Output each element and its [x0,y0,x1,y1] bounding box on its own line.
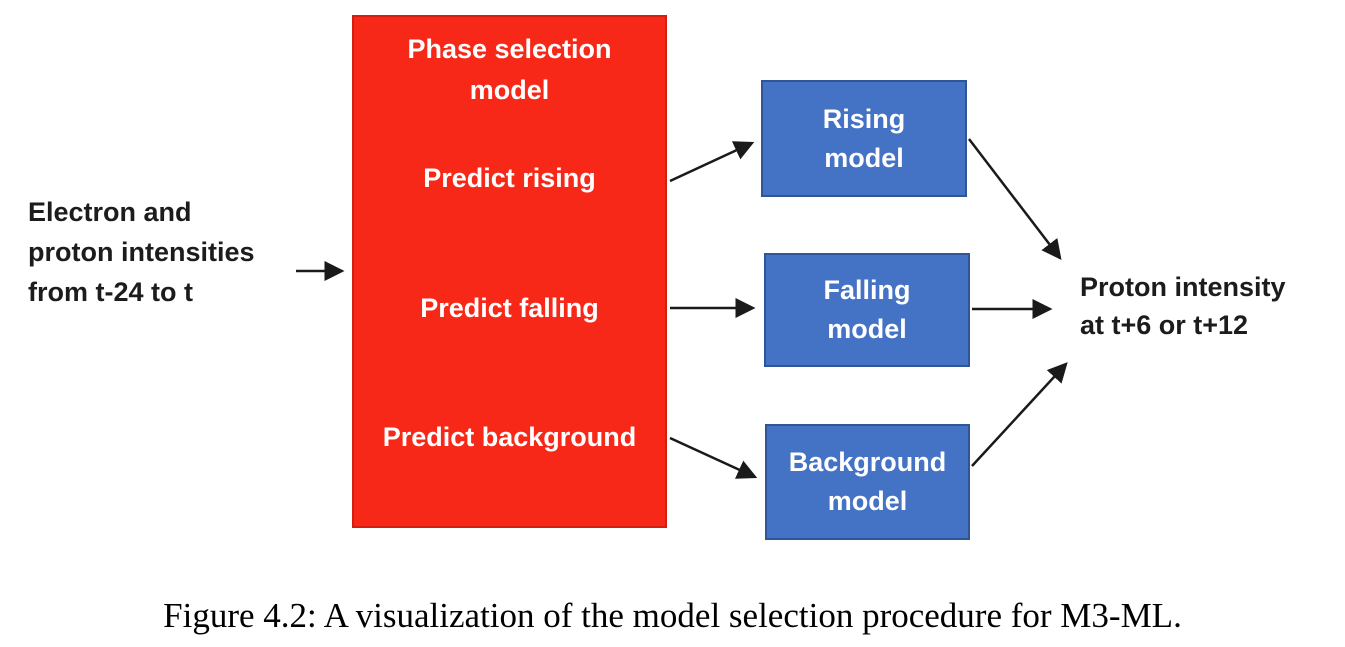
output-label: Proton intensity at t+6 or t+12 [1080,268,1286,344]
input-label-line-1: Electron and [28,197,192,227]
phase-selection-title: Phase selection model [354,29,665,111]
rising-model-box: Rising model [761,80,967,197]
input-label-line-2: proton intensities [28,237,255,267]
background-model-line-2: model [827,486,908,516]
falling-model-box: Falling model [764,253,970,367]
arrow-rising-option-to-rising-model [669,141,755,183]
phase-title-line-1: Phase selection [407,34,612,64]
phase-title-line-2: model [469,75,550,105]
phase-option-predict-rising: Predict rising [423,163,596,193]
output-label-line-1: Proton intensity [1080,272,1286,302]
input-label-line-3: from t-24 to t [28,277,193,307]
input-label: Electron and proton intensities from t-2… [28,192,255,312]
phase-option-predict-falling: Predict falling [420,293,599,323]
falling-model-line-2: model [827,314,907,344]
arrow-background-option-to-background-model [669,436,758,479]
background-model-box: Background model [765,424,970,540]
arrow-background-model-to-output [971,362,1068,467]
phase-option-predict-background: Predict background [382,422,637,452]
falling-model-line-1: Falling [823,275,911,305]
output-label-line-2: at t+6 or t+12 [1080,310,1249,340]
arrow-rising-model-to-output [968,138,1062,260]
background-model-line-1: Background [788,447,947,477]
phase-selection-box: Phase selection model Predict rising Pre… [352,15,667,528]
figure-caption: Figure 4.2: A visualization of the model… [163,596,1182,635]
rising-model-line-2: model [824,142,904,173]
rising-model-line-1: Rising [822,103,906,134]
